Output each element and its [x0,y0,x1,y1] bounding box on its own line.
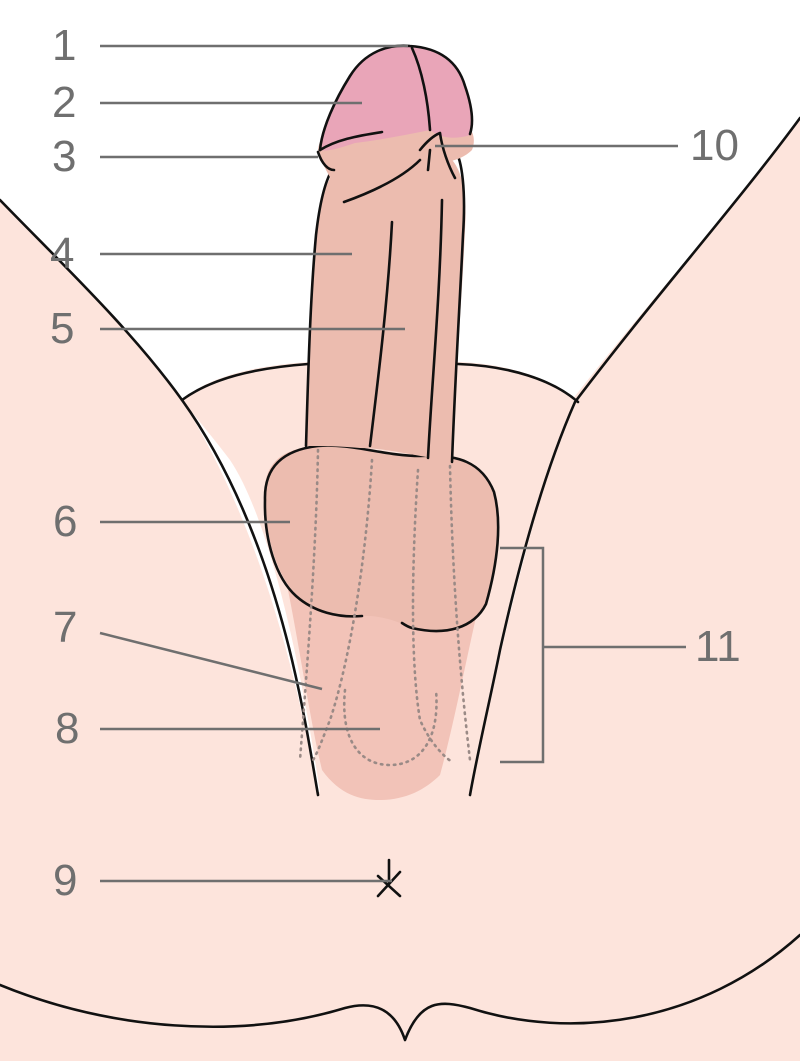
glans [320,45,473,151]
urethral-opening [418,131,457,180]
groin-crease-right [456,362,580,404]
scrotum-lower [288,590,480,800]
callout-7: 7 [53,603,78,652]
dotted-right-outer [448,464,472,762]
bracket-11 [500,546,686,764]
shaft-inner-line-right [426,198,444,460]
leader-7 [99,631,323,691]
body-silhouette [0,118,800,1061]
buttock-outline [0,933,800,1042]
glans-base-outline [318,130,384,152]
callout-9: 9 [53,856,78,905]
callout-4: 4 [50,229,75,278]
scrotum-fold [264,445,498,631]
dotted-left-inner [310,458,374,764]
callout-8: 8 [55,704,80,753]
callout-2: 2 [52,78,77,127]
callout-11: 11 [695,622,741,671]
callout-3: 3 [52,132,77,181]
callout-10: 10 [690,121,739,170]
shaft-inner-line-left [368,220,394,448]
callout-6: 6 [53,497,78,546]
coronal-outline [316,150,336,172]
groin-crease-left [180,362,310,402]
shaft-right-outline [450,148,466,464]
shaft-left-outline [304,168,334,448]
callout-1: 1 [52,21,77,70]
glans-midline [410,46,432,132]
prepuce-outline [342,158,422,204]
right-thigh-outline [468,116,800,797]
callout-5: 5 [50,304,75,353]
